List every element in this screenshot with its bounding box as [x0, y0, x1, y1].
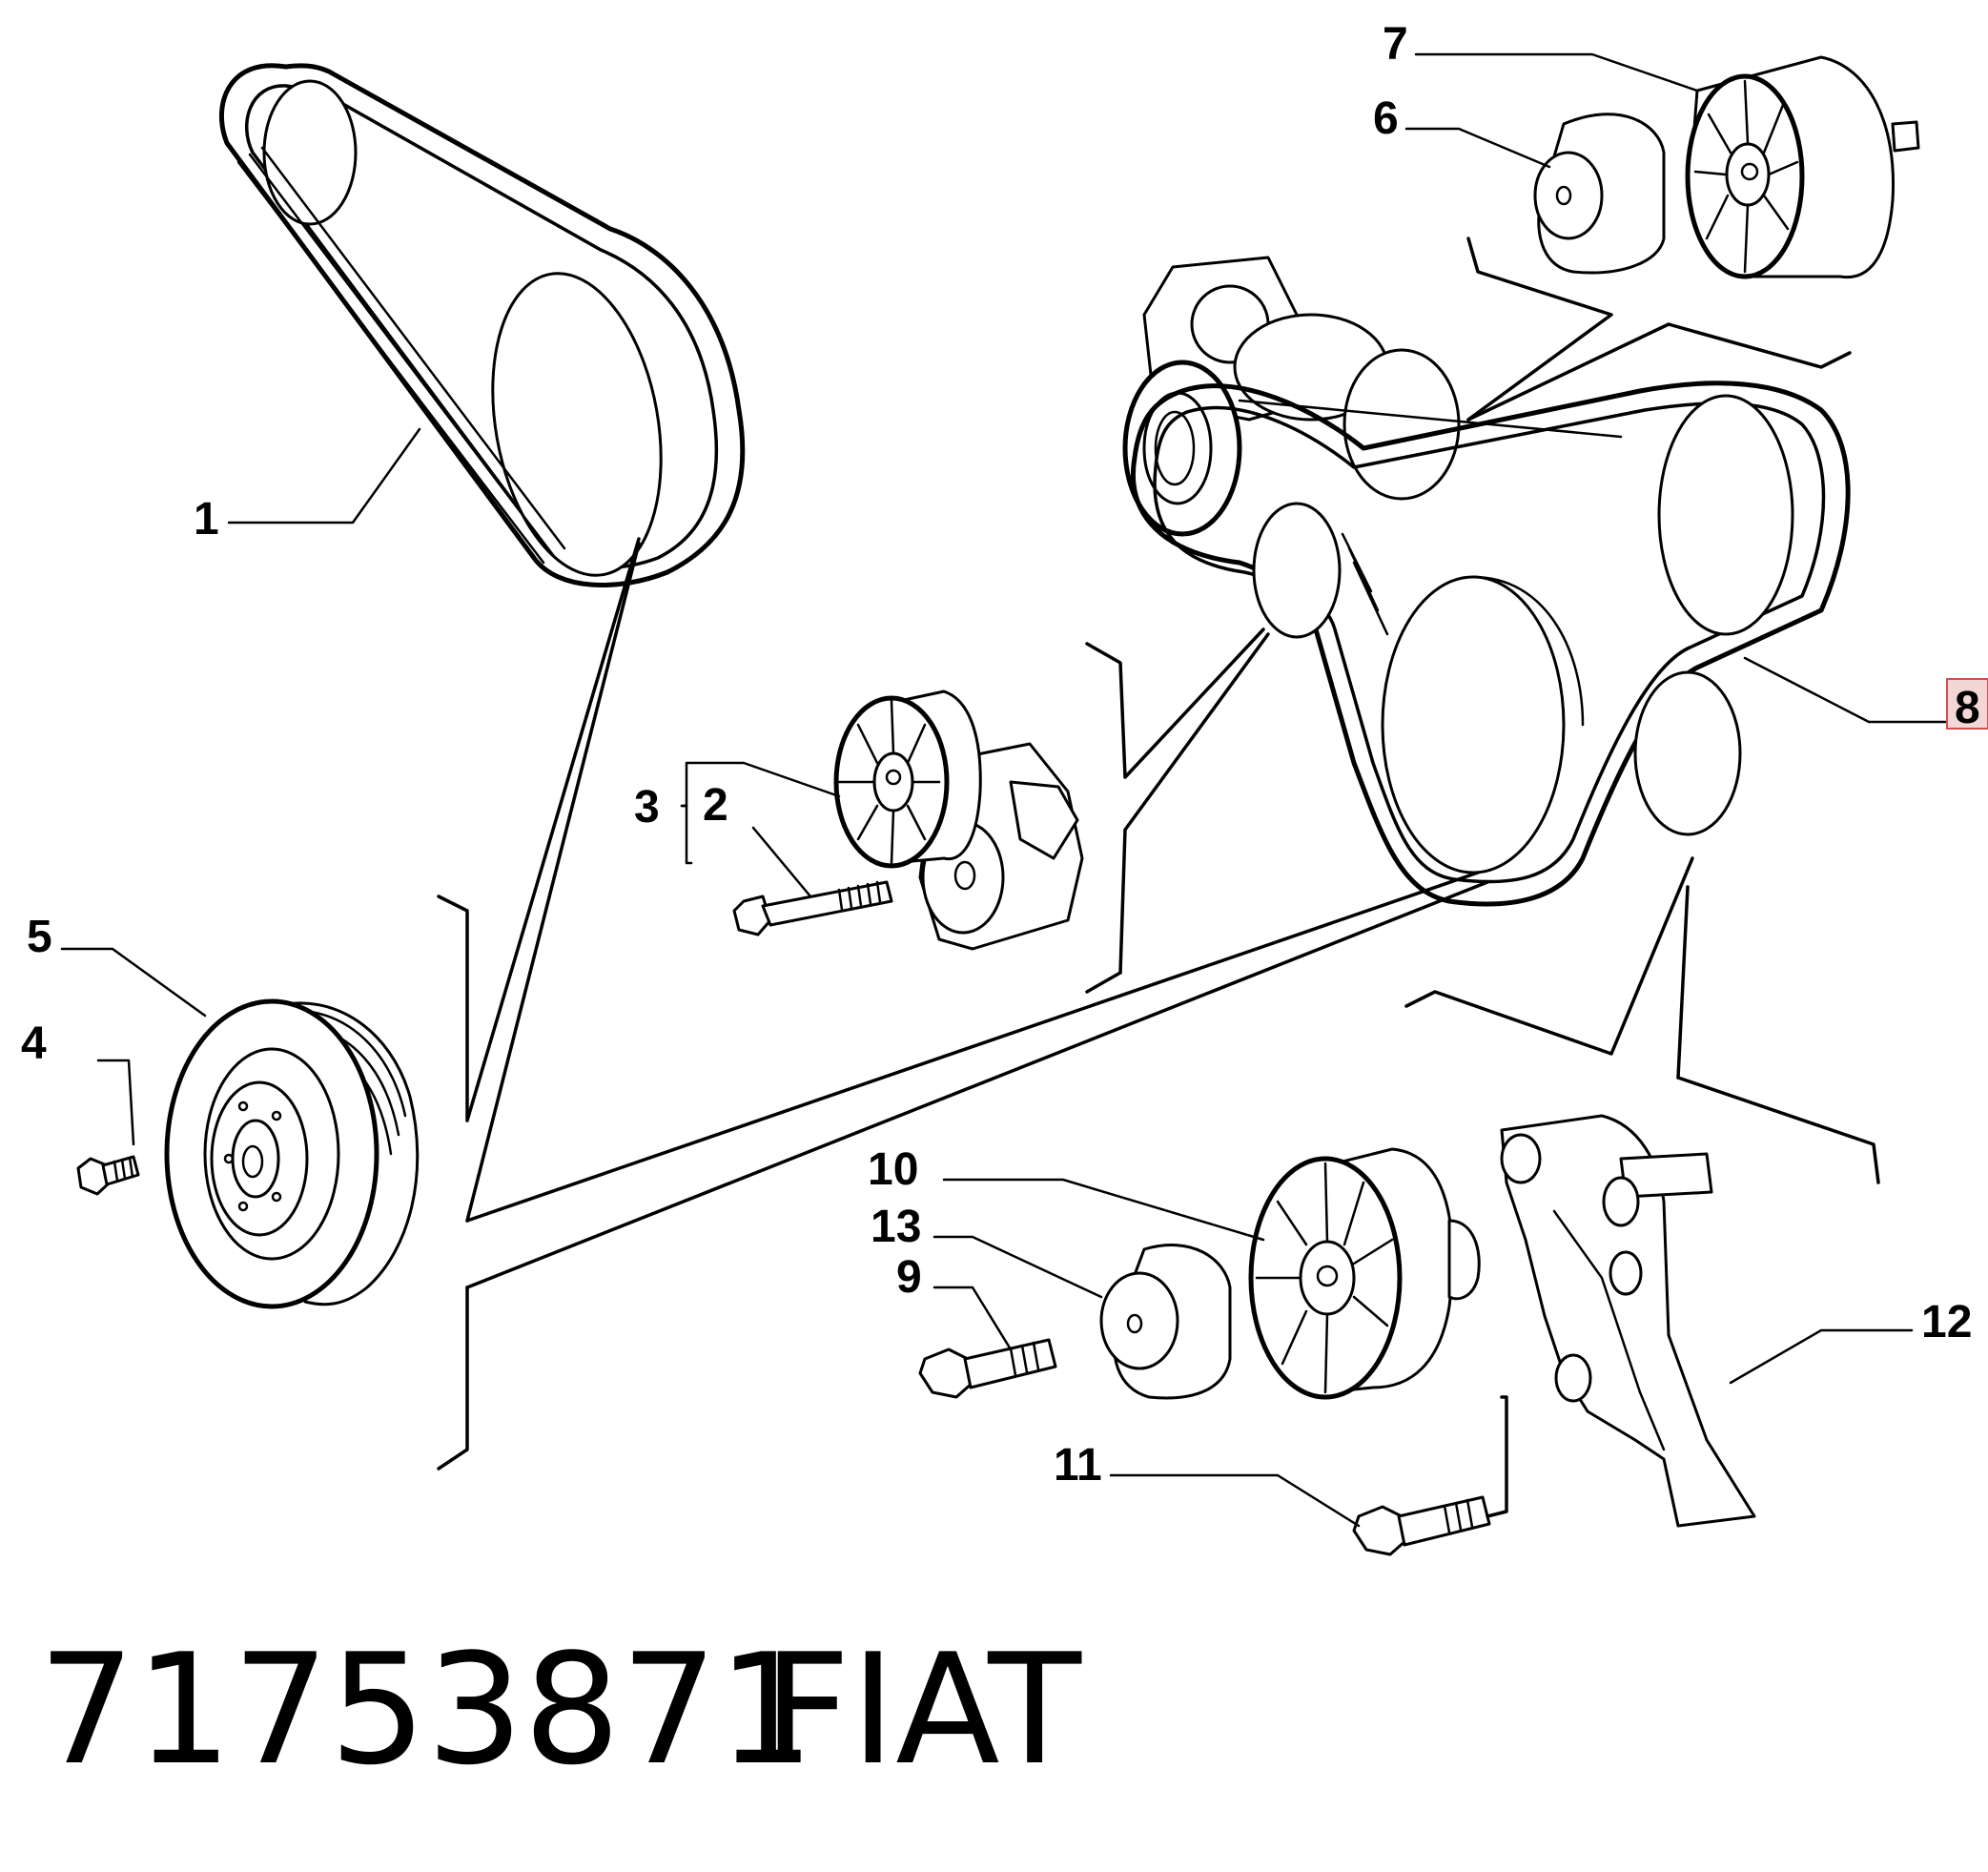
brand-name: FIAT — [763, 1620, 1082, 1799]
callout-8: 8 — [1955, 683, 1980, 733]
callout-4: 4 — [21, 1018, 47, 1069]
callout-11: 11 — [1054, 1440, 1102, 1491]
callout-8-highlight — [1946, 678, 1988, 730]
callout-10: 10 — [868, 1144, 918, 1195]
callout-6: 6 — [1373, 93, 1399, 144]
callout-labels: 1 2 3 4 5 6 7 8 9 10 11 12 13 — [21, 19, 1980, 1491]
leader-lines — [60, 52, 1947, 1528]
part-10-idler-pulley — [1248, 1147, 1481, 1400]
callout-7: 7 — [1383, 19, 1408, 70]
part-11-bolt — [1352, 1495, 1491, 1556]
part-8-belt — [1122, 256, 1851, 907]
part-9-bolt — [918, 1338, 1057, 1399]
callout-13: 13 — [871, 1202, 921, 1252]
callout-1: 1 — [194, 494, 219, 545]
part-5-crank-pulley — [164, 998, 420, 1309]
part-number: 71753871 — [38, 1620, 814, 1799]
part-7-idler-pulley — [1685, 55, 1920, 279]
part-4-screw — [76, 1155, 140, 1196]
callout-5: 5 — [27, 912, 52, 962]
callout-12: 12 — [1921, 1297, 1972, 1347]
callout-2: 2 — [703, 780, 728, 831]
part-12-bracket — [1500, 1114, 1756, 1528]
connector-lines — [437, 237, 1880, 1518]
callout-9: 9 — [896, 1252, 922, 1303]
part-13-cover — [1099, 1244, 1232, 1400]
part-6-cover — [1533, 113, 1666, 275]
callout-3: 3 — [634, 782, 660, 833]
part-3-tensioner — [833, 689, 1084, 951]
part-1-belt — [218, 63, 746, 587]
part-2-bolt — [732, 880, 893, 936]
